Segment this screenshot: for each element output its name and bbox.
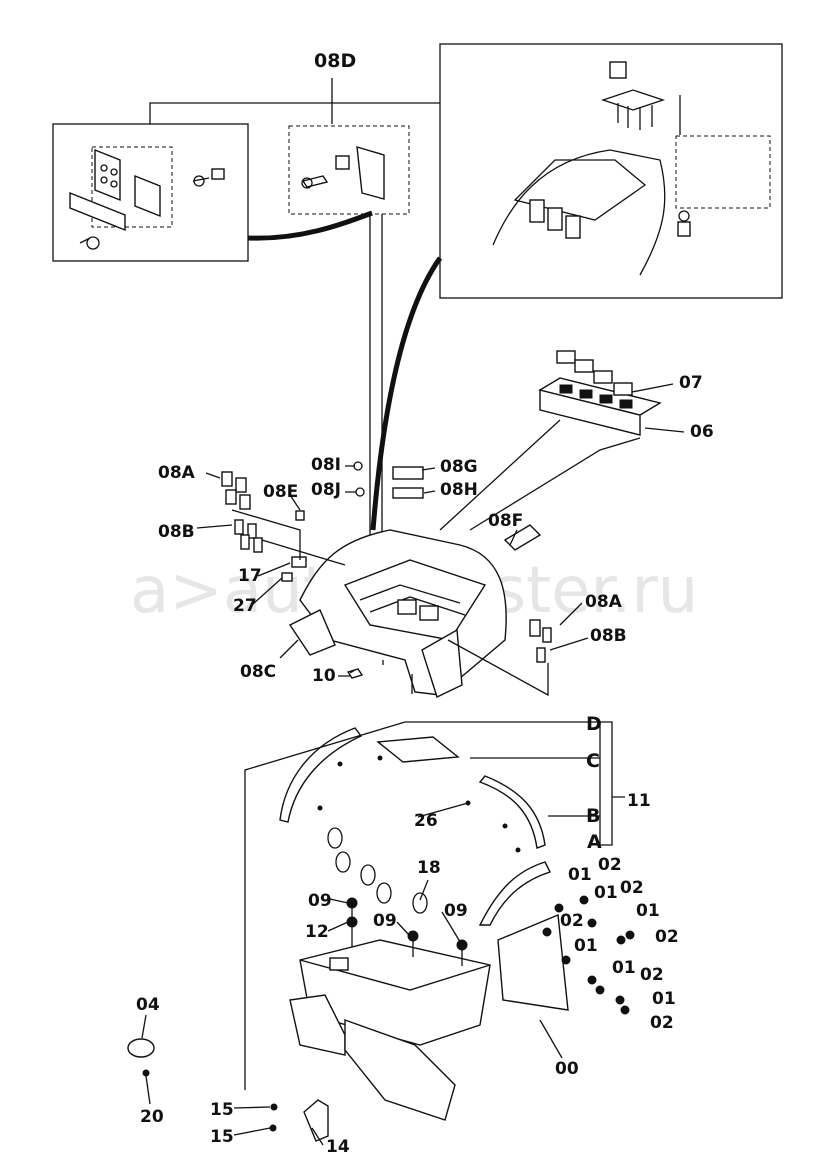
callout-08B-left: 08B bbox=[158, 522, 195, 542]
leader-thick-right bbox=[370, 256, 443, 531]
leaders-strips bbox=[244, 721, 625, 1090]
cover-00 bbox=[497, 913, 569, 1011]
callout-01-a: 01 bbox=[568, 865, 592, 885]
callout-B: B bbox=[586, 805, 600, 827]
callout-02-e: 02 bbox=[640, 965, 664, 985]
callout-02-c: 02 bbox=[560, 911, 584, 931]
clips-26 bbox=[317, 755, 521, 914]
console-cover bbox=[288, 529, 507, 698]
callout-26: 26 bbox=[414, 811, 438, 831]
callout-14: 14 bbox=[326, 1137, 350, 1157]
leader-thick-left bbox=[247, 210, 373, 241]
callout-20: 20 bbox=[140, 1107, 164, 1127]
callout-09-c: 09 bbox=[373, 911, 397, 931]
floor-mat-strips bbox=[279, 727, 551, 926]
switch-panel-06 bbox=[538, 377, 662, 436]
inset-left bbox=[52, 123, 249, 262]
callout-07: 07 bbox=[679, 373, 703, 393]
floor-plate bbox=[289, 939, 491, 1121]
callout-02-b: 02 bbox=[620, 878, 644, 898]
callout-12: 12 bbox=[305, 922, 329, 942]
callout-02-a: 02 bbox=[598, 855, 622, 875]
bolts-09-12 bbox=[346, 897, 468, 966]
callout-A: A bbox=[587, 831, 602, 853]
inset-right bbox=[439, 43, 783, 299]
callout-09-b: 09 bbox=[444, 901, 468, 921]
callout-08I: 08I bbox=[311, 455, 341, 475]
switch-caps-07 bbox=[556, 350, 633, 396]
callout-02-f: 02 bbox=[650, 1013, 674, 1033]
callout-15-b: 15 bbox=[210, 1127, 234, 1147]
callout-leaders bbox=[141, 383, 685, 1146]
callout-15-a: 15 bbox=[210, 1100, 234, 1120]
callout-01-b: 01 bbox=[594, 883, 618, 903]
callout-08B-right: 08B bbox=[590, 626, 627, 646]
callout-00: 00 bbox=[555, 1059, 579, 1079]
small-parts-lower bbox=[127, 660, 413, 1142]
callout-08G: 08G bbox=[440, 457, 478, 477]
inset-08D bbox=[288, 125, 410, 215]
callout-10: 10 bbox=[312, 666, 336, 686]
callout-D: D bbox=[586, 713, 602, 735]
leader-08D bbox=[149, 78, 440, 540]
screws-01-02 bbox=[542, 895, 635, 1015]
callout-06: 06 bbox=[690, 422, 714, 442]
small-parts-upper bbox=[221, 461, 552, 679]
callout-01-d: 01 bbox=[574, 936, 598, 956]
callout-01-e: 01 bbox=[612, 958, 636, 978]
callout-08F: 08F bbox=[488, 511, 523, 531]
callout-08C: 08C bbox=[240, 662, 276, 682]
callout-27: 27 bbox=[233, 596, 257, 616]
callout-02-d: 02 bbox=[655, 927, 679, 947]
callout-C: C bbox=[586, 750, 600, 772]
callout-08A-left: 08A bbox=[158, 463, 196, 483]
callout-08H: 08H bbox=[440, 480, 478, 500]
callout-04: 04 bbox=[136, 995, 160, 1015]
callout-01-f: 01 bbox=[652, 989, 676, 1009]
callout-18: 18 bbox=[417, 858, 441, 878]
callout-08E: 08E bbox=[263, 482, 298, 502]
callout-09-a: 09 bbox=[308, 891, 332, 911]
leaders-upper bbox=[231, 419, 641, 697]
callout-08D: 08D bbox=[314, 50, 356, 72]
callout-08J: 08J bbox=[311, 480, 341, 500]
callout-08A-right: 08A bbox=[585, 592, 623, 612]
callout-11: 11 bbox=[627, 791, 651, 811]
callout-01-c: 01 bbox=[636, 901, 660, 921]
callout-17: 17 bbox=[238, 566, 262, 586]
